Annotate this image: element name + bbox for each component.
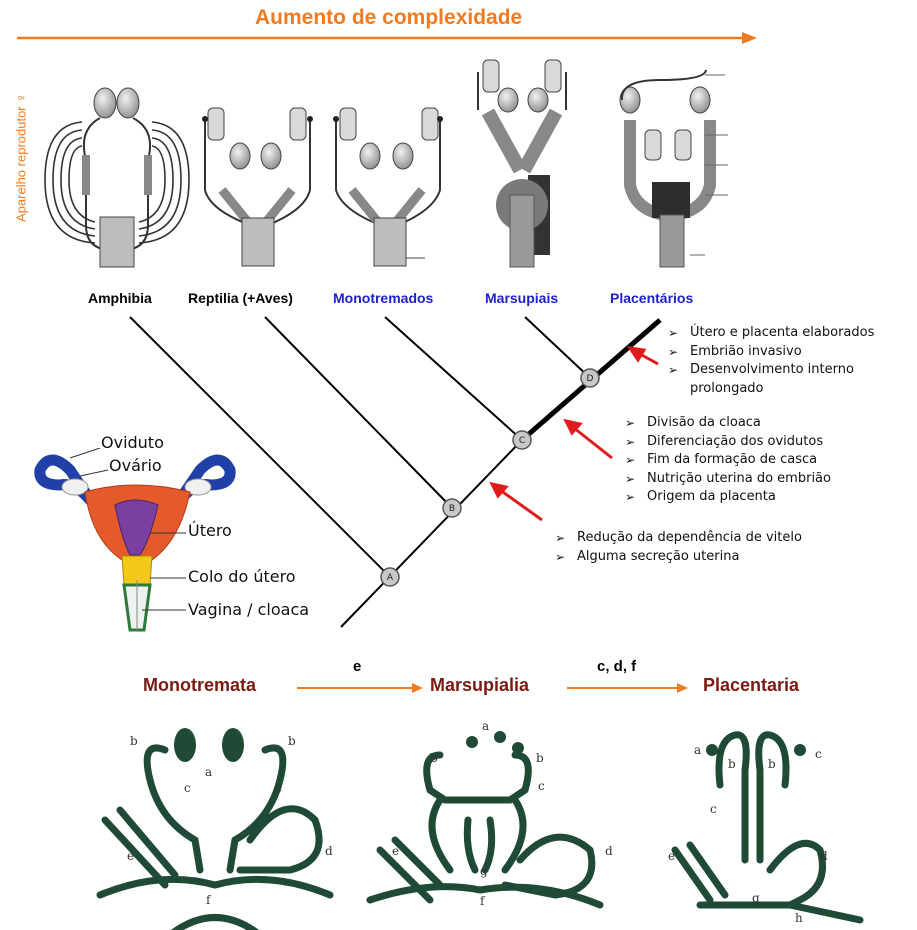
character-item-continuation: prolongado: [668, 380, 874, 399]
part-letter-f: f: [480, 894, 486, 908]
uterus-leader-lines: [60, 448, 190, 618]
node-d: D: [581, 369, 599, 387]
node-c: C: [513, 431, 531, 449]
characters-node-c: Divisão da cloaca Diferenciação dos ovid…: [625, 414, 831, 507]
part-letter-c: c: [538, 779, 545, 793]
transition-label-e: e: [353, 658, 361, 675]
part-letter-c: c: [184, 781, 191, 795]
character-item: Desenvolvimento interno: [668, 361, 874, 380]
svg-text:A: A: [387, 573, 394, 583]
uterus-label-colo: Colo do útero: [188, 567, 296, 586]
part-letter-e: e: [668, 849, 675, 863]
part-letter-e: e: [127, 849, 134, 863]
character-item: Divisão da cloaca: [625, 414, 831, 433]
part-letter-a: a: [205, 765, 212, 779]
trunk-lower: [341, 440, 522, 627]
arrow-d: [630, 348, 658, 364]
arrow-c: [566, 421, 612, 458]
node-b: B: [443, 499, 461, 517]
part-letter-b: b: [768, 757, 776, 771]
transition-label-cdf: c, d, f: [597, 658, 636, 675]
tract-monotremata: [100, 748, 330, 930]
part-letter-g: g: [480, 864, 488, 878]
tract-marsupialia: [370, 755, 600, 905]
tract-drawings: b b a c c e d f a b b c c e d g f a c b …: [0, 710, 917, 930]
part-letter-c: c: [710, 802, 717, 816]
svg-text:B: B: [449, 504, 455, 514]
uterus-label-utero: Útero: [188, 521, 232, 540]
part-letter-d: d: [820, 849, 828, 863]
svg-text:C: C: [519, 436, 525, 446]
character-item: Útero e placenta elaborados: [668, 324, 874, 343]
part-letter-c: c: [815, 747, 822, 761]
svg-text:D: D: [587, 374, 594, 384]
part-letter-a: a: [482, 719, 489, 733]
part-letter-h: h: [795, 911, 803, 925]
part-letter-b: b: [430, 751, 438, 765]
character-item: Nutrição uterina do embrião: [625, 470, 831, 489]
reptilia-system: [202, 108, 313, 266]
part-letter-g: g: [752, 891, 760, 905]
stage-arrows: [0, 675, 917, 705]
part-letter-a: a: [694, 743, 701, 757]
character-item: Embrião invasivo: [668, 343, 874, 362]
node-a: A: [381, 568, 399, 586]
placentalia-system: [620, 70, 728, 267]
character-item: Alguma secreção uterina: [555, 548, 802, 567]
branch-monotremados: [385, 317, 522, 440]
character-item: Origem da placenta: [625, 488, 831, 507]
part-letter-b: b: [536, 751, 544, 765]
arrow-b: [492, 484, 542, 520]
marsupialia-system: [478, 60, 566, 267]
stage-arrow-2: [567, 683, 688, 693]
character-item: Diferenciação dos ovidutos: [625, 433, 831, 452]
character-item: Redução da dependência de vitelo: [555, 529, 802, 548]
part-letter-c: c: [425, 779, 432, 793]
part-letter-b: b: [130, 734, 138, 748]
branch-marsupiais: [525, 317, 590, 378]
part-letter-d: d: [605, 844, 613, 858]
part-letter-f: f: [206, 893, 212, 907]
character-item: Fim da formação de casca: [625, 451, 831, 470]
part-letter-b: b: [728, 757, 736, 771]
monotremata-system: [333, 108, 443, 266]
part-letter-e: e: [392, 844, 399, 858]
part-letter-b: b: [288, 734, 296, 748]
part-letter-d: d: [325, 844, 333, 858]
uterus-label-vagina: Vagina / cloaca: [188, 600, 309, 619]
reproductive-drawings: [0, 0, 917, 290]
amphibia-system: [45, 88, 189, 267]
stage-arrow-1: [297, 683, 423, 693]
part-letter-c: c: [275, 781, 282, 795]
characters-node-d: Útero e placenta elaborados Embrião inva…: [668, 324, 874, 398]
characters-node-b: Redução da dependência de vitelo Alguma …: [555, 529, 802, 566]
